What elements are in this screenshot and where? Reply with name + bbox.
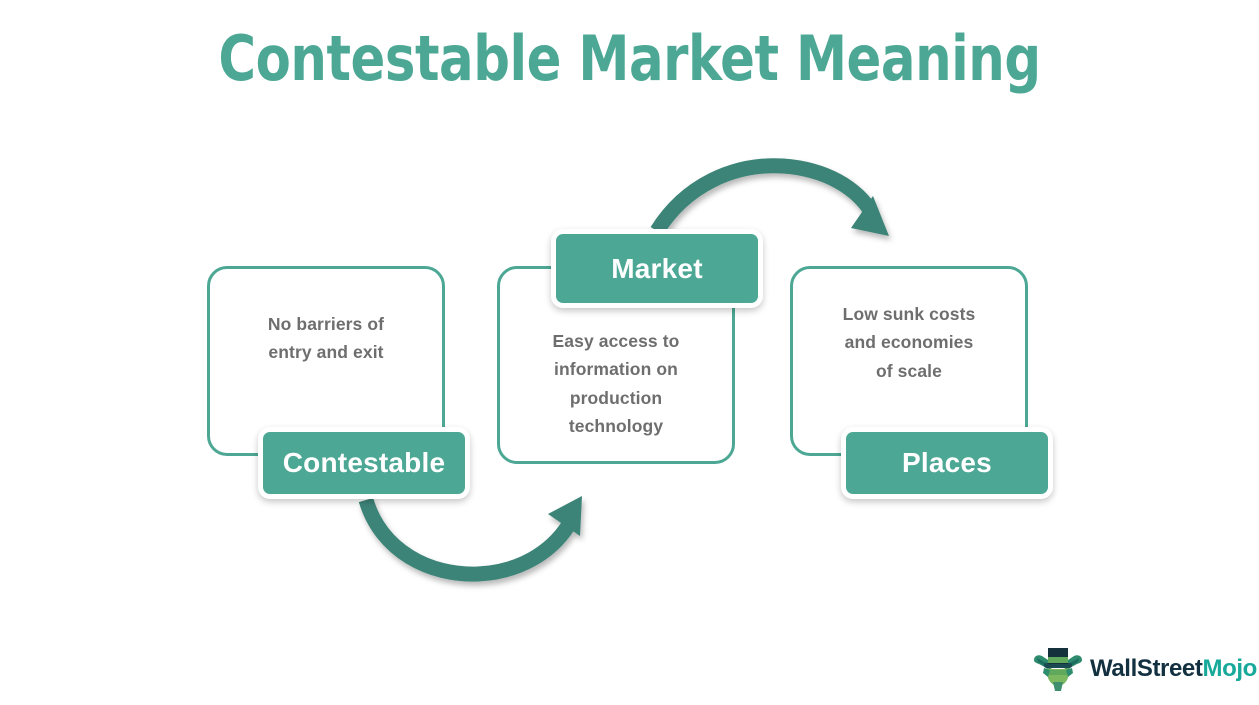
card-body-text-3: Low sunk costs and economies of scale [842,304,976,381]
arrow-contestable-to-market [358,496,582,582]
card-body-text-2: Easy access to information on production… [552,331,680,437]
bull-with-top-hat-icon [1034,648,1082,691]
label-market-text: Market [611,252,703,284]
logo-text-mojo: Mojo [1202,655,1257,682]
label-market[interactable]: Market [551,229,763,308]
card-body-text-1: No barriers of entry and exit [267,314,385,363]
label-contestable[interactable]: Contestable [258,427,470,499]
label-places-text: Places [902,447,992,478]
logo-text-wallstreet: WallStreet [1090,655,1203,682]
logo-wordmark: WallStreetMojo [1090,655,1257,683]
card-no-barriers [207,266,445,456]
wallstreetmojo-logo[interactable]: WallStreetMojo [1030,643,1257,695]
page-title: Contestable Market Meaning [218,22,1041,95]
arrow-market-to-places [650,158,889,236]
label-contestable-text: Contestable [282,447,446,478]
label-places[interactable]: Places [841,427,1053,499]
